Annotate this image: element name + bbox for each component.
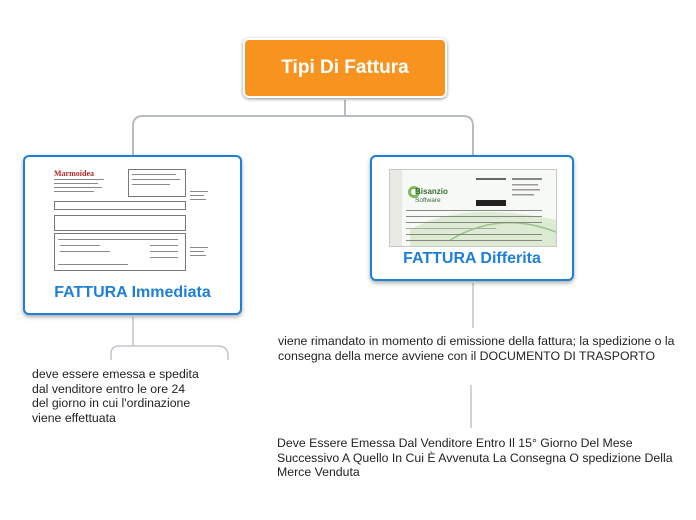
thumb-address-box (128, 169, 186, 197)
note-immediata: deve essere emessa e spedita dal vendito… (32, 367, 199, 425)
thumbnail-logo-line2: Software (415, 197, 441, 204)
connector-root-to-branches (132, 100, 474, 155)
thumb-items-table (54, 233, 186, 271)
thumb-line (54, 183, 98, 185)
thumb-line (190, 195, 204, 196)
thumb-line (132, 179, 180, 181)
thumb-line (150, 251, 178, 252)
thumb-line (54, 179, 104, 181)
thumb-line (54, 187, 102, 189)
root-topic[interactable]: Tipi Di Fattura (243, 38, 447, 98)
thumb-line (132, 174, 176, 176)
thumb-line (54, 191, 94, 193)
topic-fattura-immediata[interactable]: Marmoidea FATTURA Immediata (23, 155, 242, 315)
thumbnail-logo: Marmoidea (54, 169, 94, 178)
thumb-line (150, 245, 178, 246)
thumb-line (60, 245, 100, 246)
note-differita-2: Deve Essere Emessa Dal Venditore Entro I… (277, 436, 673, 479)
invoice-thumbnail-image: Marmoidea (50, 167, 214, 274)
topic-title: FATTURA Immediata (54, 284, 211, 301)
note-differita-1: viene rimandato in momento di emissione … (278, 334, 675, 363)
thumbnail-graphics (390, 170, 556, 246)
thumb-line (58, 239, 178, 240)
topic-title: FATTURA Differita (403, 250, 541, 267)
thumb-line (132, 184, 170, 186)
thumb-line (58, 264, 128, 265)
thumb-line (60, 251, 110, 252)
thumb-line (190, 199, 206, 200)
thumbnail-logo-line1: Bisanzio (415, 187, 448, 196)
thumb-line (190, 251, 204, 252)
thumb-line (190, 255, 206, 256)
thumb-line (190, 191, 208, 192)
thumb-header-box (54, 201, 186, 210)
thumb-line (150, 257, 178, 258)
connector-differita-to-notes (470, 283, 474, 428)
thumb-line (190, 247, 208, 248)
root-title: Tipi Di Fattura (281, 57, 409, 78)
thumb-payment-box (54, 215, 186, 231)
invoice-thumbnail-image: Bisanzio Software (389, 169, 557, 247)
connector-immediata-to-note (110, 317, 229, 360)
topic-fattura-differita[interactable]: Bisanzio Software FATTURA Differita (370, 155, 574, 281)
